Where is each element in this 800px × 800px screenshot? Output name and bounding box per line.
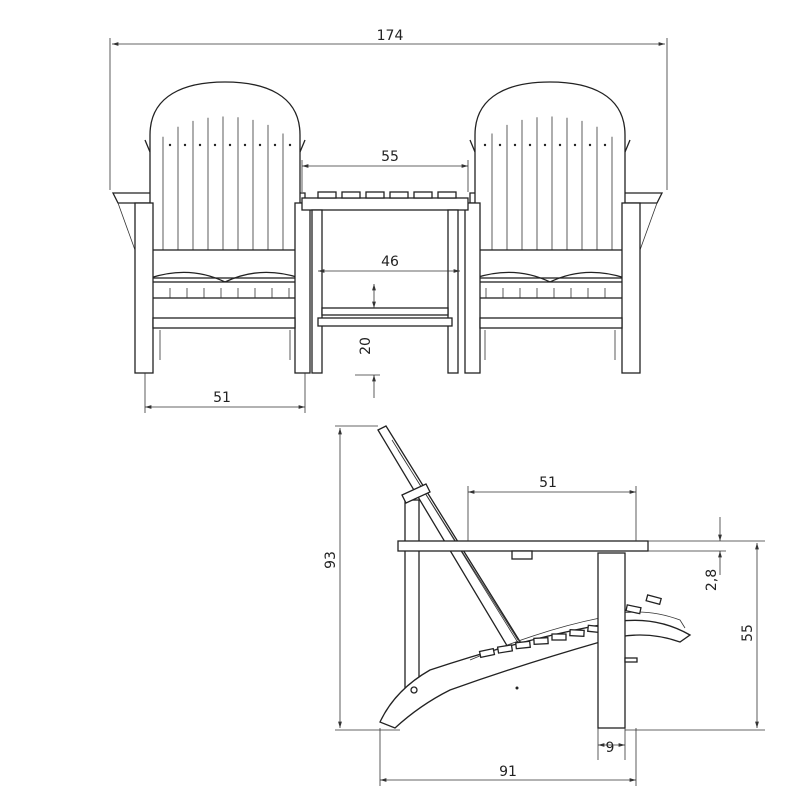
seat-slat xyxy=(569,628,585,638)
screw xyxy=(198,143,202,147)
lower-rail xyxy=(152,317,296,329)
seat-slat xyxy=(645,594,662,606)
table-slat xyxy=(317,191,337,199)
screw xyxy=(228,143,232,147)
screw xyxy=(483,143,487,147)
screw xyxy=(168,143,172,147)
screw xyxy=(588,143,592,147)
seat-slat xyxy=(551,633,567,641)
table-top xyxy=(301,197,469,211)
screw xyxy=(543,143,547,147)
side-view xyxy=(377,425,692,729)
seat-slat xyxy=(515,640,531,650)
bolt xyxy=(410,686,418,694)
table-slat xyxy=(437,191,457,199)
dim-arm-depth: 51 xyxy=(539,475,557,491)
rear-leg xyxy=(404,499,420,691)
seat-runner xyxy=(379,619,692,729)
rear-leg xyxy=(159,330,291,360)
table-leg xyxy=(447,209,459,374)
shelf-slats xyxy=(321,307,449,316)
front-leg xyxy=(597,552,626,729)
rear-leg xyxy=(484,330,616,360)
dim-overall-width: 174 xyxy=(377,28,404,44)
arm-brace xyxy=(117,202,136,251)
backrest xyxy=(474,81,626,255)
seat-slats xyxy=(474,281,626,299)
screw xyxy=(213,143,217,147)
right-chair xyxy=(464,81,664,374)
table-slat xyxy=(389,191,409,199)
seat-slat xyxy=(496,644,514,654)
backrest xyxy=(149,81,301,255)
screw xyxy=(273,143,277,147)
screw xyxy=(243,143,247,147)
screw xyxy=(513,143,517,147)
front-leg xyxy=(134,202,154,374)
armrest xyxy=(397,540,649,552)
leg-cleat xyxy=(624,657,638,663)
screw xyxy=(603,143,607,147)
table-leg xyxy=(311,209,323,374)
dim-overall-depth: 91 xyxy=(499,764,517,780)
table-bracket xyxy=(511,550,533,560)
table-slat xyxy=(365,191,385,199)
screw xyxy=(258,143,262,147)
shelf-rail xyxy=(317,317,453,327)
screw xyxy=(528,143,532,147)
dim-leg-width: 9 xyxy=(606,740,615,756)
screw xyxy=(288,143,292,147)
seat-slats xyxy=(149,281,301,299)
dim-chair-gap: 55 xyxy=(381,149,399,165)
back-cleat xyxy=(401,483,431,504)
screw xyxy=(573,143,577,147)
backrest xyxy=(377,425,525,655)
dim-chair-width: 51 xyxy=(213,390,231,406)
dimensions: 174 55 46 20 51 93 51 2,8 55 9 91 xyxy=(109,28,765,786)
dim-overall-height: 93 xyxy=(323,551,339,569)
front-view xyxy=(111,81,664,374)
screw xyxy=(558,143,562,147)
screw xyxy=(183,143,187,147)
screw xyxy=(498,143,502,147)
back-cleat xyxy=(144,139,306,153)
front-leg xyxy=(621,202,641,374)
table-slat xyxy=(413,191,433,199)
seat-slat xyxy=(478,647,496,659)
dim-arm-height: 55 xyxy=(740,624,756,642)
screw xyxy=(515,686,519,690)
dim-shelf-height: 20 xyxy=(358,337,374,355)
table xyxy=(301,191,469,374)
dim-table-inner-width: 46 xyxy=(381,254,399,270)
left-chair xyxy=(111,81,311,374)
front-leg xyxy=(464,202,481,374)
table-slat xyxy=(341,191,361,199)
arm-brace xyxy=(639,202,658,251)
dim-arm-thickness: 2,8 xyxy=(704,569,720,591)
back-cleat xyxy=(469,139,631,153)
seat-slat xyxy=(533,636,549,646)
front-leg xyxy=(294,202,311,374)
seat-slat xyxy=(625,604,642,615)
lower-rail xyxy=(479,317,623,329)
